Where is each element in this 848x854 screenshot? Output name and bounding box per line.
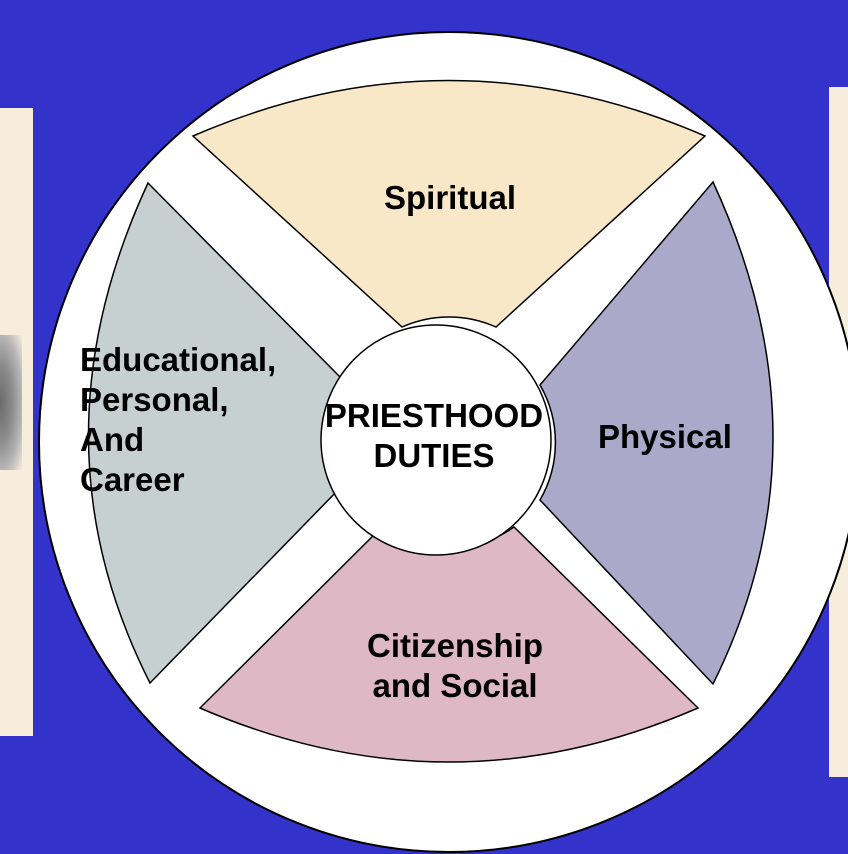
label-educational: Educational, Personal, And Career bbox=[80, 341, 277, 498]
segment-physical bbox=[539, 180, 774, 686]
center-hub bbox=[320, 324, 552, 556]
label-physical: Physical bbox=[598, 418, 732, 455]
label-spiritual: Spiritual bbox=[383, 179, 517, 216]
center-label: PRIESTHOOD DUTIES bbox=[324, 397, 544, 474]
label-citizenship: Citizenship and Social bbox=[366, 627, 543, 704]
photo-fragment bbox=[0, 335, 22, 470]
segment-spiritual bbox=[191, 79, 707, 328]
